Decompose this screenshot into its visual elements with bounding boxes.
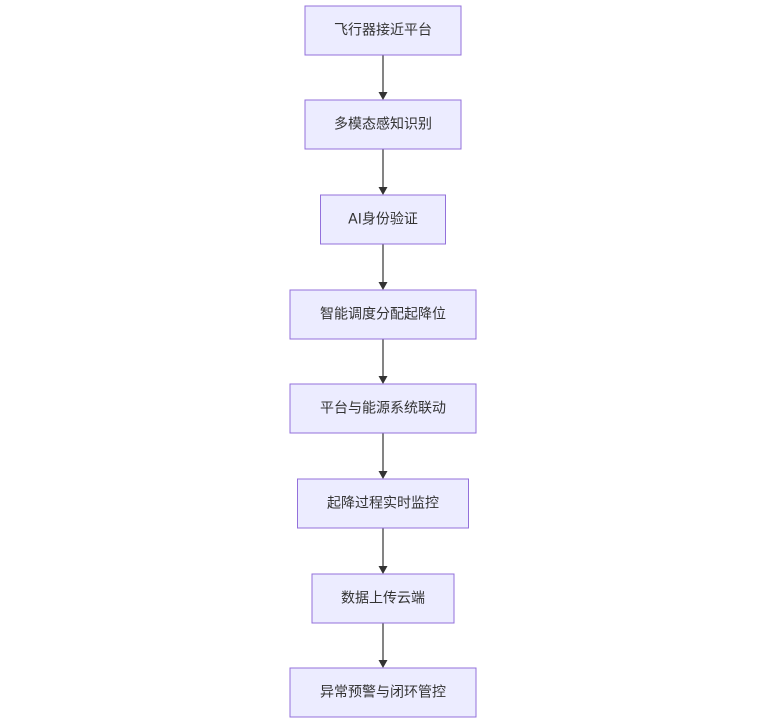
flow-node-label: 智能调度分配起降位 — [320, 307, 446, 323]
flow-node-box — [289, 289, 477, 340]
flow-node-box — [320, 194, 446, 245]
flow-node-box — [304, 5, 462, 56]
flow-node-label: 起降过程实时监控 — [327, 496, 439, 512]
flow-node-label: 数据上传云端 — [341, 591, 425, 607]
flow-edge-n6-n7 — [378, 528, 388, 574]
flow-edge-n2-n3 — [378, 149, 388, 195]
flow-node-label: AI身份验证 — [348, 212, 418, 228]
flow-node-box — [289, 383, 477, 434]
flow-edge-n7-n8 — [378, 623, 388, 668]
flow-node-box — [289, 667, 477, 718]
flow-edge-n1-n2 — [378, 55, 388, 100]
flow-node-n4: 智能调度分配起降位 — [289, 289, 477, 340]
flow-node-n1: 飞行器接近平台 — [304, 5, 462, 56]
flow-node-label: 飞行器接近平台 — [334, 22, 432, 39]
arrow-down-icon — [378, 187, 388, 195]
flow-node-label: 异常预警与闭环管控 — [320, 685, 446, 701]
edges-layer — [378, 55, 388, 668]
flow-node-box — [297, 478, 469, 529]
flow-node-label: 多模态感知识别 — [334, 116, 432, 133]
arrow-down-icon — [378, 92, 388, 100]
flow-edge-n5-n6 — [378, 433, 388, 479]
flow-node-n5: 平台与能源系统联动 — [289, 383, 477, 434]
arrow-down-icon — [378, 282, 388, 290]
flow-node-n7: 数据上传云端 — [311, 573, 455, 624]
arrow-down-icon — [378, 660, 388, 668]
flow-edge-n4-n5 — [378, 339, 388, 384]
flow-node-box — [311, 573, 455, 624]
flow-node-n3: AI身份验证 — [320, 194, 446, 245]
flow-node-n8: 异常预警与闭环管控 — [289, 667, 477, 718]
flow-node-box — [304, 99, 462, 150]
arrow-down-icon — [378, 471, 388, 479]
flow-node-n2: 多模态感知识别 — [304, 99, 462, 150]
arrow-down-icon — [378, 566, 388, 574]
flow-node-n6: 起降过程实时监控 — [297, 478, 469, 529]
flow-edge-n3-n4 — [378, 244, 388, 290]
flow-node-label: 平台与能源系统联动 — [320, 401, 446, 417]
arrow-down-icon — [378, 376, 388, 384]
